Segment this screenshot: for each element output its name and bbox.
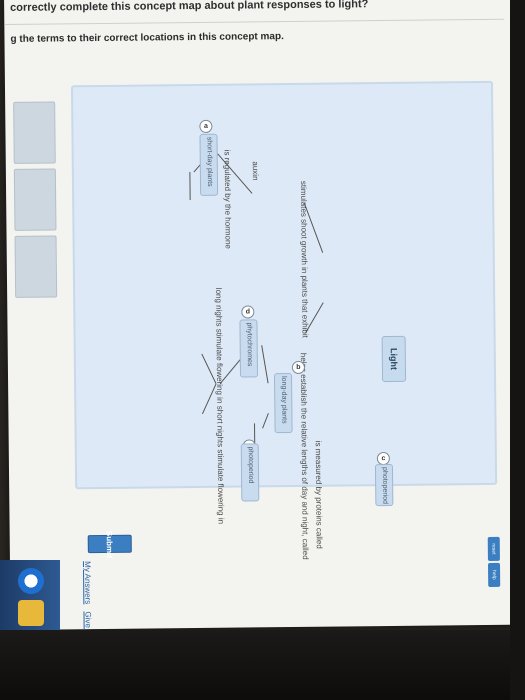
my-answers-link[interactable]: My Answers [82, 561, 93, 605]
photoperiod-node[interactable]: photoperiod [240, 443, 260, 502]
term-bank-slot[interactable] [14, 235, 58, 298]
link-measured-by: is measured by proteins called [313, 440, 324, 549]
link-regulated-by-hormone: is regulated by the hormone [222, 149, 233, 249]
reset-button[interactable]: reset [487, 536, 500, 561]
question-text: correctly complete this concept map abou… [10, 0, 369, 14]
term-bank-slot[interactable] [13, 168, 57, 231]
bezel-bottom [0, 630, 525, 700]
auxin-term[interactable]: auxin [250, 161, 260, 181]
long-day-plants-node[interactable]: long-day plants [273, 373, 293, 434]
short-day-plants-node[interactable]: short-day plants [199, 133, 219, 196]
instruction-text: g the terms to their correct locations i… [10, 31, 284, 45]
header-divider [4, 18, 505, 25]
photoperiod-answer-node[interactable]: photoperiod [374, 463, 394, 507]
link-stimulates-shoot: stimulates shoot growth in plants that e… [298, 180, 310, 338]
drop-target-a[interactable]: a [199, 119, 213, 133]
light-node: Light [381, 335, 407, 383]
help-button[interactable]: help [487, 562, 501, 587]
submit-button[interactable]: Submit [87, 530, 132, 558]
browser-screen: correctly complete this concept map abou… [4, 0, 517, 640]
folder-icon[interactable] [18, 600, 44, 626]
drop-target-d[interactable]: d [241, 305, 255, 319]
bezel-right [510, 0, 525, 700]
term-bank-slot[interactable] [13, 101, 56, 164]
concept-map: Light stimulates shoot growth in plants … [71, 81, 493, 560]
phytochromes-node[interactable]: phytochromes [239, 319, 259, 378]
drop-target-b[interactable]: b [291, 360, 305, 375]
map-controls: reset help [487, 536, 501, 587]
link-long-nights: long nights stimulate flowering in [214, 287, 225, 404]
internet-explorer-icon[interactable] [18, 568, 44, 594]
link-short-nights: short nights stimulate flowering in [215, 405, 226, 525]
